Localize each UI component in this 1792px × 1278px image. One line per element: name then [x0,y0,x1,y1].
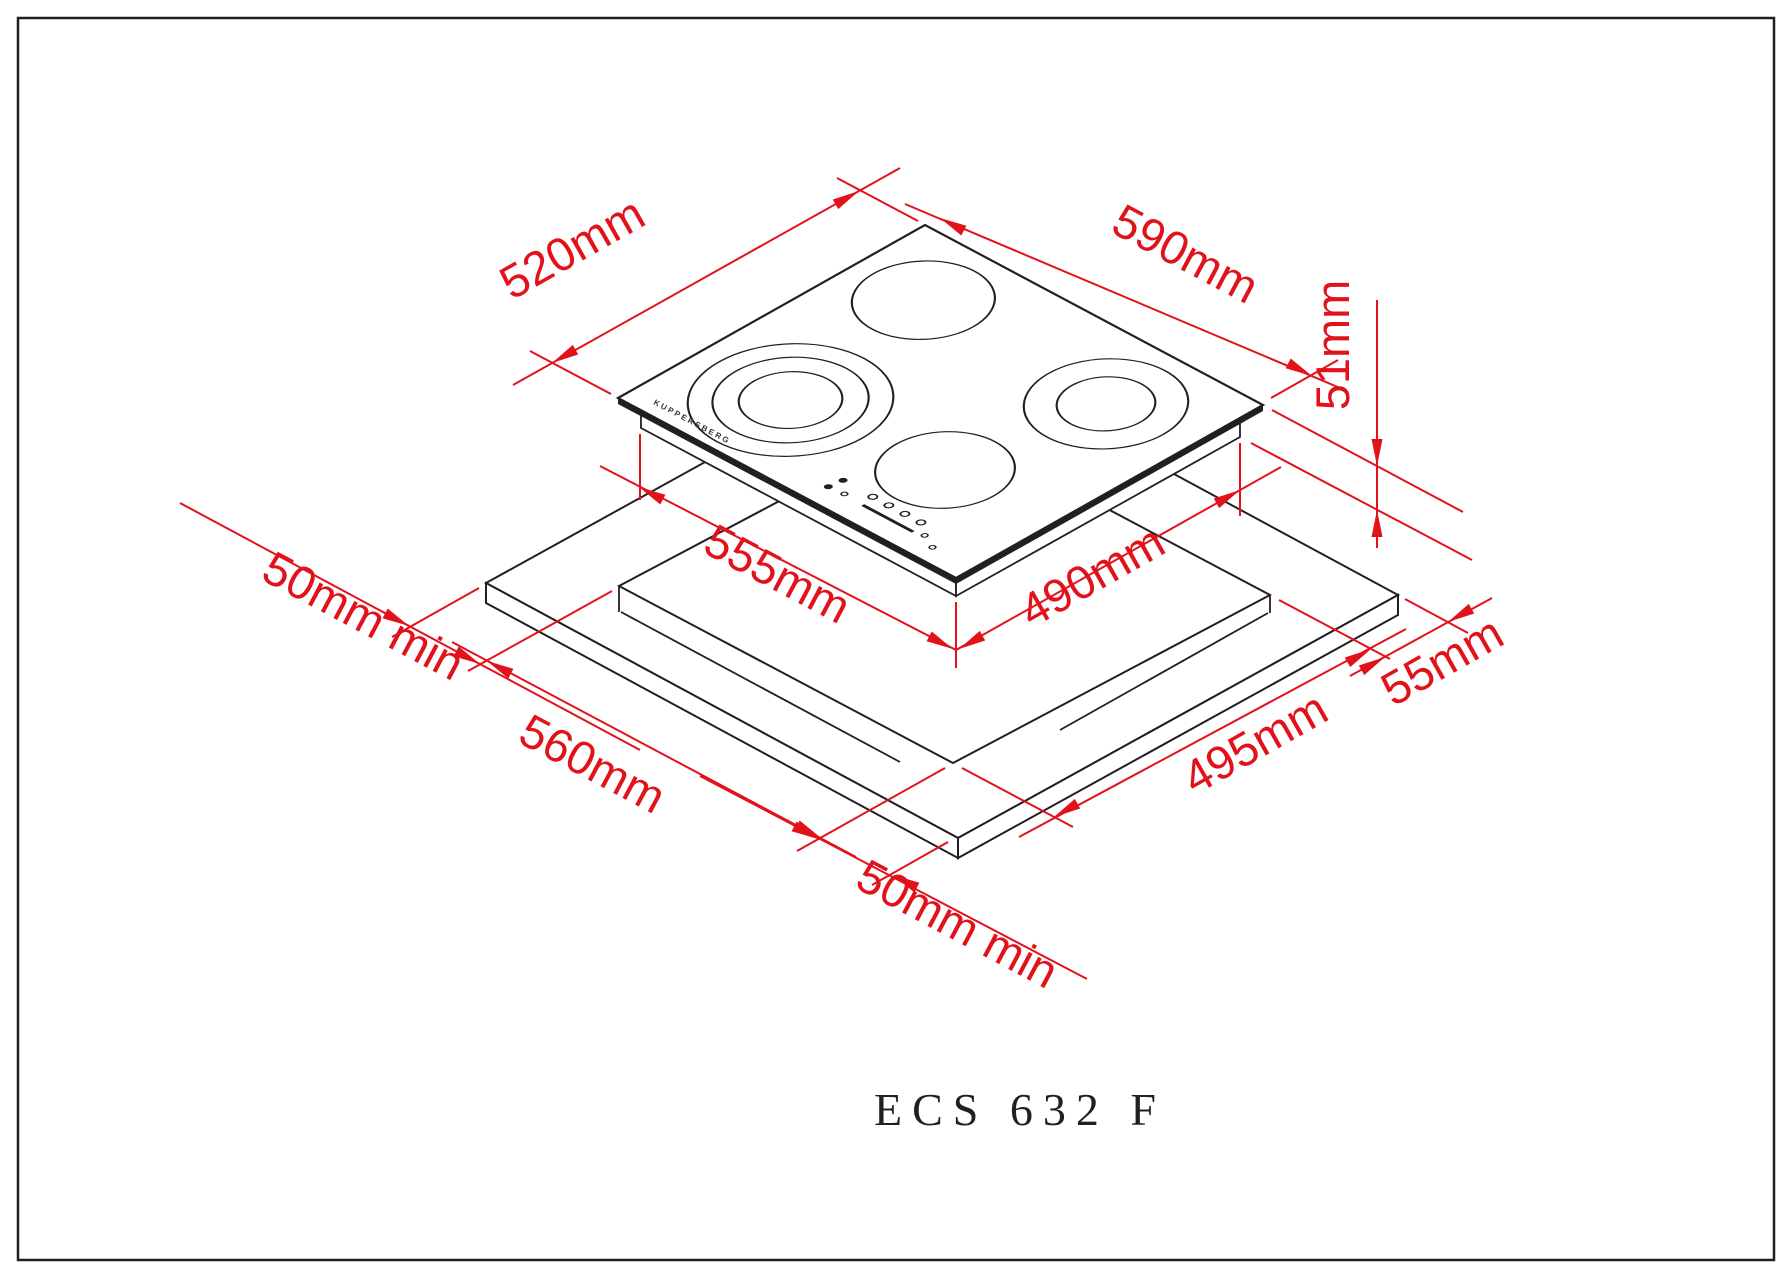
arrowhead-icon [453,646,480,664]
arrowhead-icon [639,487,666,505]
burner-front-right [874,431,1016,509]
dimension-arrowheads [382,191,1475,893]
control-dot [883,502,895,509]
control-dot [928,545,937,550]
cooktop: KUPPERSBERG [615,223,1266,598]
arrowhead-icon [832,191,859,210]
control-dot [915,519,927,526]
control-dot [920,533,929,538]
label-55mm: 55mm [1372,605,1512,715]
model-name: ECS 632 F [874,1084,1166,1135]
arrowhead-icon [791,821,818,839]
arrowhead-icon [1344,649,1371,668]
arrowhead-icon [552,344,579,363]
dimension-50-bottom [699,775,1088,980]
power-indicator-dot [838,477,848,483]
arrowhead-icon [926,631,953,649]
arrowhead-icon [1358,657,1385,676]
label-51mm: 51mm [1306,280,1359,411]
label-50mm-left: 50mm min [254,541,473,691]
cutout-inner-walls [618,587,1271,763]
control-panel [823,477,937,550]
dimension-51 [1250,300,1473,561]
page-border [16,16,1776,1262]
arrowhead-icon [1371,510,1383,537]
burner-back-left [850,260,997,341]
glass-edge-front-left [618,398,956,584]
label-590mm: 590mm [1104,193,1267,313]
arrowhead-icon [893,875,920,893]
arrowhead-icon [382,608,409,626]
arrowhead-icon [940,218,967,236]
arrowhead-icon [1054,798,1081,817]
countertop-front-right-face [957,593,1399,860]
arrowhead-icon [487,661,514,679]
power-indicator-dot [823,484,833,490]
dimension-50-left [179,502,641,751]
control-dot [899,510,911,517]
arrowhead-icon [1213,490,1240,509]
label-560mm: 560mm [511,703,674,823]
arrowhead-icon [1371,439,1383,466]
dimension-590 [904,203,1341,399]
control-dot [840,491,849,497]
slider-bar [861,504,915,533]
control-dot [867,493,879,500]
dimension-lines [179,167,1493,980]
burner-front-left-triple [686,343,895,457]
glass-edge-front-right [956,405,1263,584]
burner-zones [686,260,1190,550]
arrowhead-icon [1285,358,1312,376]
label-50mm-front: 50mm min [848,849,1067,999]
dimension-560 [451,641,946,858]
label-520mm: 520mm [491,186,654,309]
burner-back-right-double [1022,358,1190,450]
arrowhead-icon [794,820,821,838]
arrowhead-icon [1448,603,1475,622]
dimension-495 [961,599,1407,838]
arrowhead-icon [959,630,986,649]
